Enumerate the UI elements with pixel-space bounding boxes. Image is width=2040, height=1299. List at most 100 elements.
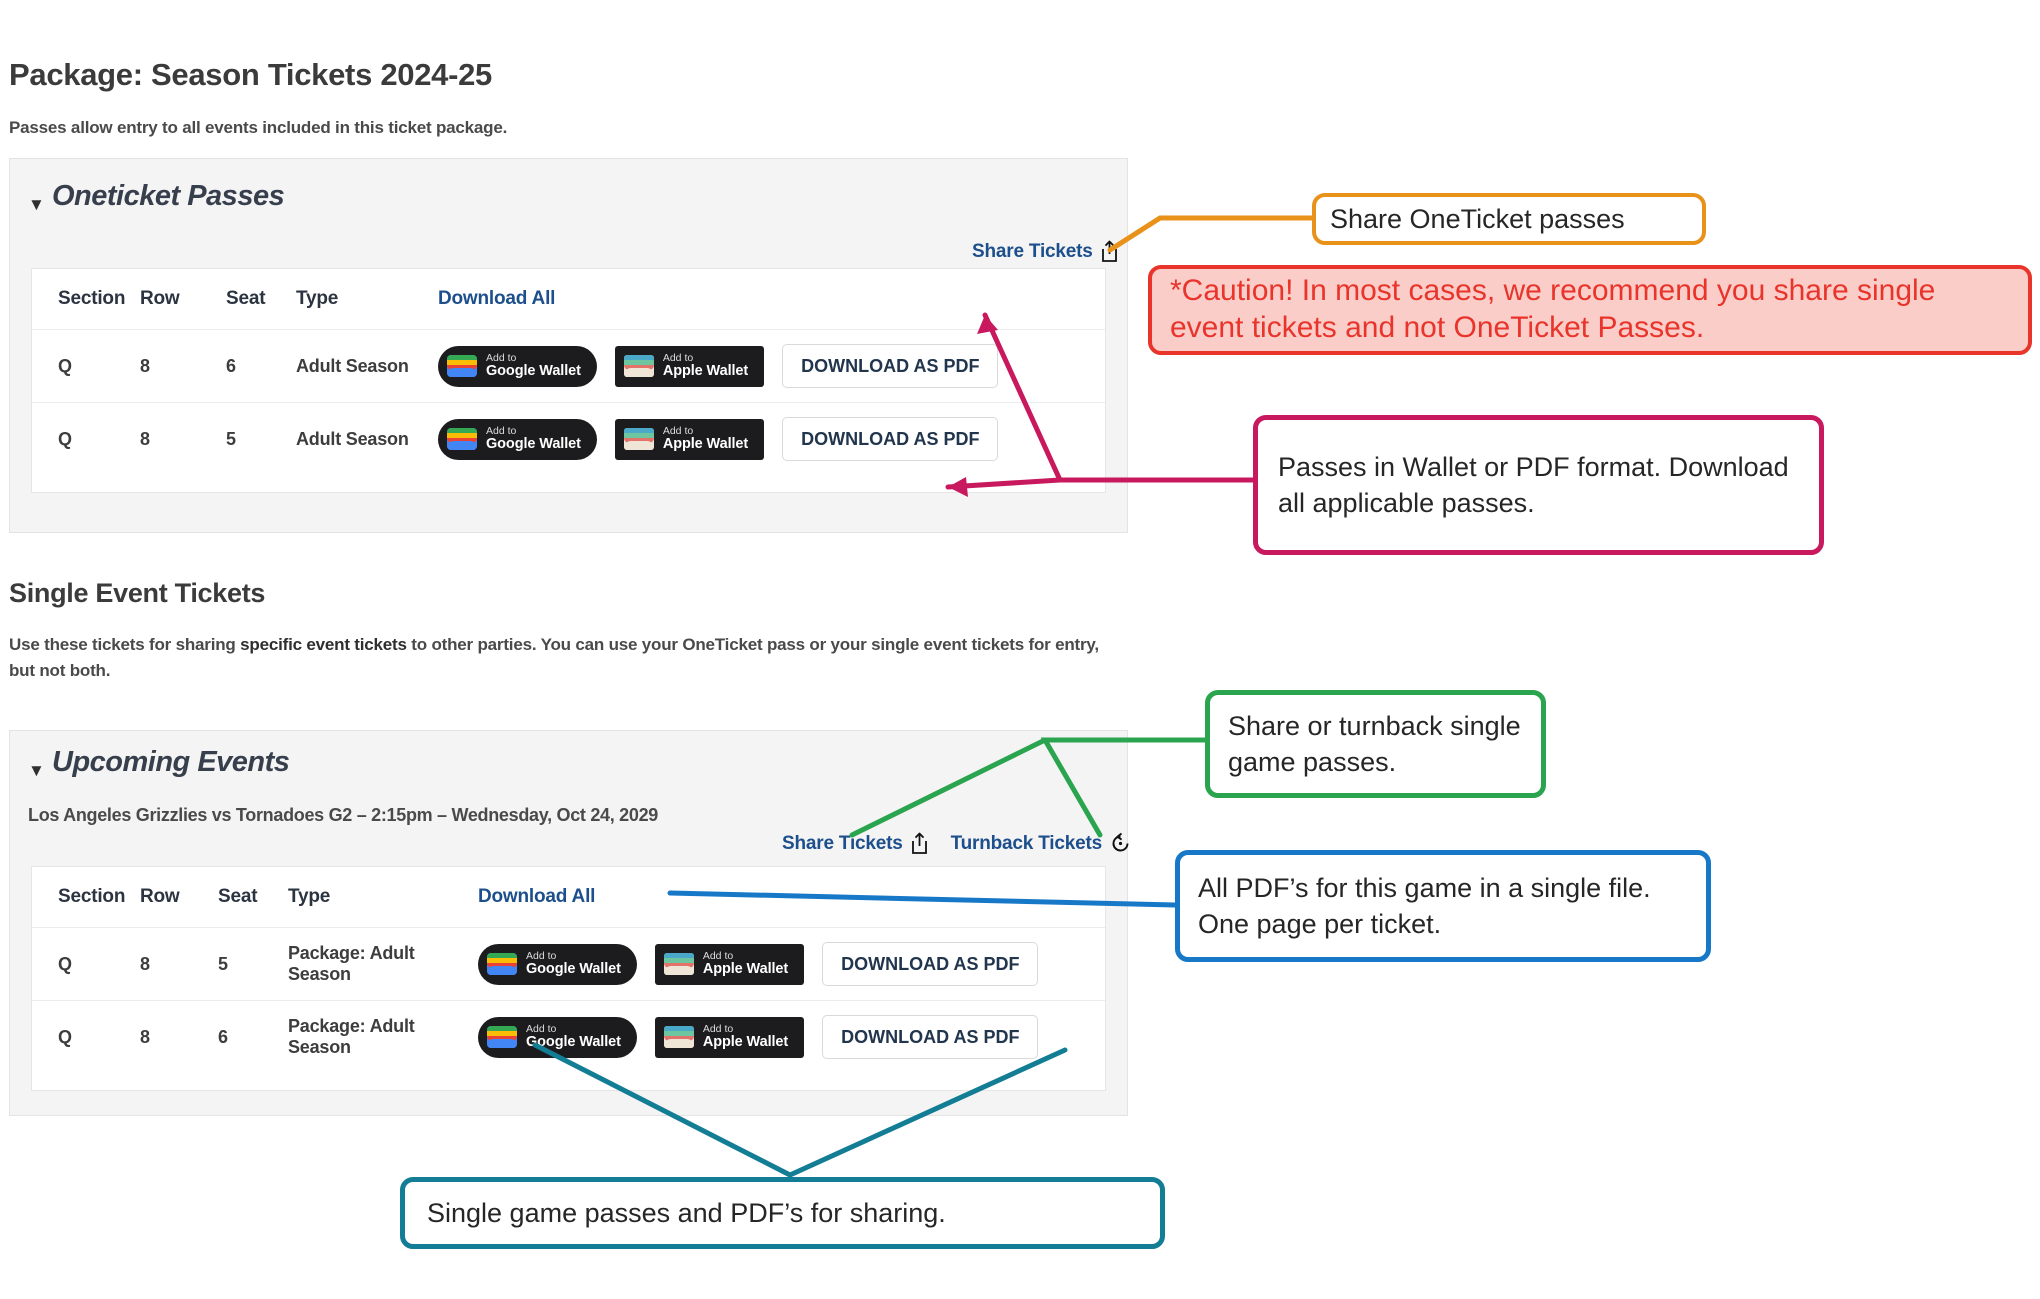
google-wallet-icon: [447, 355, 477, 377]
col-section: Section: [58, 288, 126, 309]
cell-type: Package: Adult Season: [288, 943, 415, 984]
share-icon[interactable]: [1100, 240, 1119, 263]
google-wallet-icon: [487, 953, 517, 975]
col-seat: Seat: [226, 288, 266, 309]
cell-type: Adult Season: [296, 428, 409, 449]
add-to-google-wallet-button[interactable]: Add to Google Wallet: [478, 943, 637, 985]
wallet-line2: Google Wallet: [486, 435, 581, 452]
wallet-line2: Apple Wallet: [702, 1033, 789, 1050]
annotation-all-pdfs: All PDF’s for this game in a single file…: [1175, 850, 1711, 962]
table-row: Q 8 6 Package: Adult Season Add to Googl…: [32, 1000, 1105, 1073]
table-row: Q 8 6 Adult Season Add to Google Wallet: [32, 329, 1105, 402]
table-row: Q 8 5 Package: Adult Season Add to Googl…: [32, 927, 1105, 1000]
annotation-share-oneticket: Share OneTicket passes: [1312, 193, 1706, 245]
download-as-pdf-button[interactable]: DOWNLOAD AS PDF: [822, 1015, 1039, 1059]
desc-part-2: to other parties. You can use your OneTi…: [9, 635, 1099, 680]
apple-wallet-icon: [663, 953, 694, 975]
annotation-text: Passes in Wallet or PDF format. Download…: [1278, 451, 1789, 518]
cell-seat: 6: [226, 355, 236, 376]
apple-wallet-icon: [663, 1026, 694, 1048]
share-tickets-link-event[interactable]: Share Tickets: [782, 832, 929, 855]
oneticket-table: Section Row Seat Type Download All Q 8 6…: [31, 268, 1106, 493]
share-tickets-label: Share Tickets: [972, 240, 1093, 262]
cell-section: Q: [58, 1026, 72, 1047]
wallet-line1: Add to: [526, 1022, 557, 1035]
desc-bold: specific event tickets: [240, 635, 407, 654]
cell-row: 8: [140, 1026, 150, 1047]
add-to-apple-wallet-button[interactable]: Add to Apple Wallet: [654, 1016, 805, 1058]
collapse-caret-oneticket[interactable]: ▼: [28, 195, 45, 214]
cell-seat: 5: [226, 428, 236, 449]
event-title: Los Angeles Grizzlies vs Tornadoes G2 – …: [28, 805, 658, 825]
table-header-row: Section Row Seat Type Download All: [32, 867, 1105, 927]
annotation-text: *Caution! In most cases, we recommend yo…: [1170, 274, 1936, 344]
table-header-row: Section Row Seat Type Download All: [32, 269, 1105, 329]
cell-downloads: Add to Google Wallet Add to Apple Wallet…: [478, 942, 1105, 986]
col-type: Type: [296, 288, 339, 309]
single-event-tickets-title: Single Event Tickets: [9, 578, 266, 608]
collapse-caret-upcoming[interactable]: ▼: [28, 761, 45, 780]
col-row: Row: [140, 886, 180, 907]
cell-type: Package: Adult Season: [288, 1016, 415, 1057]
download-all-link[interactable]: Download All: [438, 288, 556, 309]
annotation-text: Share OneTicket passes: [1330, 203, 1625, 234]
ticket-package-page: Package: Season Tickets 2024-25 Passes a…: [9, 57, 1132, 1116]
page-title: Package: Season Tickets 2024-25: [9, 57, 492, 92]
cell-row: 8: [140, 355, 150, 376]
turnback-icon[interactable]: [1109, 832, 1132, 855]
wallet-line1: Add to: [662, 351, 694, 364]
cell-downloads: Add to Google Wallet Add to Apple Wallet…: [478, 1015, 1105, 1059]
wallet-line2: Google Wallet: [486, 362, 581, 379]
add-to-google-wallet-button[interactable]: Add to Google Wallet: [478, 1016, 637, 1058]
cell-type: Adult Season: [296, 355, 409, 376]
add-to-google-wallet-button[interactable]: Add to Google Wallet: [438, 418, 597, 460]
annotation-share-turnback: Share or turnback single game passes.: [1205, 690, 1546, 798]
oneticket-passes-heading[interactable]: Oneticket Passes: [52, 180, 285, 212]
add-to-apple-wallet-button[interactable]: Add to Apple Wallet: [614, 345, 765, 387]
annotation-wallet-pdf: Passes in Wallet or PDF format. Download…: [1253, 415, 1824, 555]
wallet-line2: Apple Wallet: [662, 362, 749, 379]
col-type: Type: [288, 886, 331, 907]
cell-row: 8: [140, 428, 150, 449]
wallet-line2: Google Wallet: [526, 1033, 621, 1050]
download-as-pdf-button[interactable]: DOWNLOAD AS PDF: [782, 417, 999, 461]
desc-part-1: Use these tickets for sharing: [9, 635, 241, 654]
upcoming-events-heading[interactable]: Upcoming Events: [52, 746, 290, 778]
share-icon[interactable]: [910, 832, 929, 855]
page-subtitle: Passes allow entry to all events include…: [9, 118, 508, 137]
cell-downloads: Add to Google Wallet Add to Apple Wallet…: [438, 417, 1105, 461]
annotation-caution: *Caution! In most cases, we recommend yo…: [1148, 265, 2032, 355]
wallet-line1: Add to: [702, 1022, 734, 1035]
upcoming-actions: Share Tickets Turnback Tickets: [782, 832, 1132, 855]
google-wallet-icon: [447, 428, 477, 450]
oneticket-actions: Share Tickets: [972, 240, 1119, 263]
add-to-apple-wallet-button[interactable]: Add to Apple Wallet: [654, 943, 805, 985]
single-event-tickets-desc: Use these tickets for sharing specific e…: [9, 632, 1124, 683]
turnback-tickets-link[interactable]: Turnback Tickets: [951, 832, 1132, 855]
wallet-line2: Apple Wallet: [702, 960, 789, 977]
wallet-line2: Apple Wallet: [662, 435, 749, 452]
download-as-pdf-button[interactable]: DOWNLOAD AS PDF: [782, 344, 999, 388]
annotation-text: Share or turnback single game passes.: [1228, 710, 1521, 777]
share-tickets-link-oneticket[interactable]: Share Tickets: [972, 240, 1119, 263]
download-all-link[interactable]: Download All: [478, 886, 596, 907]
wallet-line1: Add to: [526, 949, 557, 962]
add-to-apple-wallet-button[interactable]: Add to Apple Wallet: [614, 418, 765, 460]
turnback-tickets-label: Turnback Tickets: [950, 832, 1103, 854]
cell-downloads: Add to Google Wallet Add to Apple Wallet…: [438, 344, 1105, 388]
google-wallet-icon: [487, 1026, 517, 1048]
wallet-line1: Add to: [486, 424, 517, 437]
cell-section: Q: [58, 428, 72, 449]
add-to-google-wallet-button[interactable]: Add to Google Wallet: [438, 345, 597, 387]
table-row: Q 8 5 Adult Season Add to Google Wallet: [32, 402, 1105, 475]
annotation-text: All PDF’s for this game in a single file…: [1198, 872, 1651, 939]
cell-row: 8: [140, 953, 150, 974]
download-as-pdf-button[interactable]: DOWNLOAD AS PDF: [822, 942, 1039, 986]
share-tickets-label: Share Tickets: [782, 832, 903, 854]
col-row: Row: [140, 288, 180, 309]
cell-seat: 5: [218, 953, 228, 974]
wallet-line1: Add to: [662, 424, 694, 437]
wallet-line1: Add to: [486, 351, 517, 364]
wallet-line2: Google Wallet: [526, 960, 621, 977]
apple-wallet-icon: [623, 355, 654, 377]
